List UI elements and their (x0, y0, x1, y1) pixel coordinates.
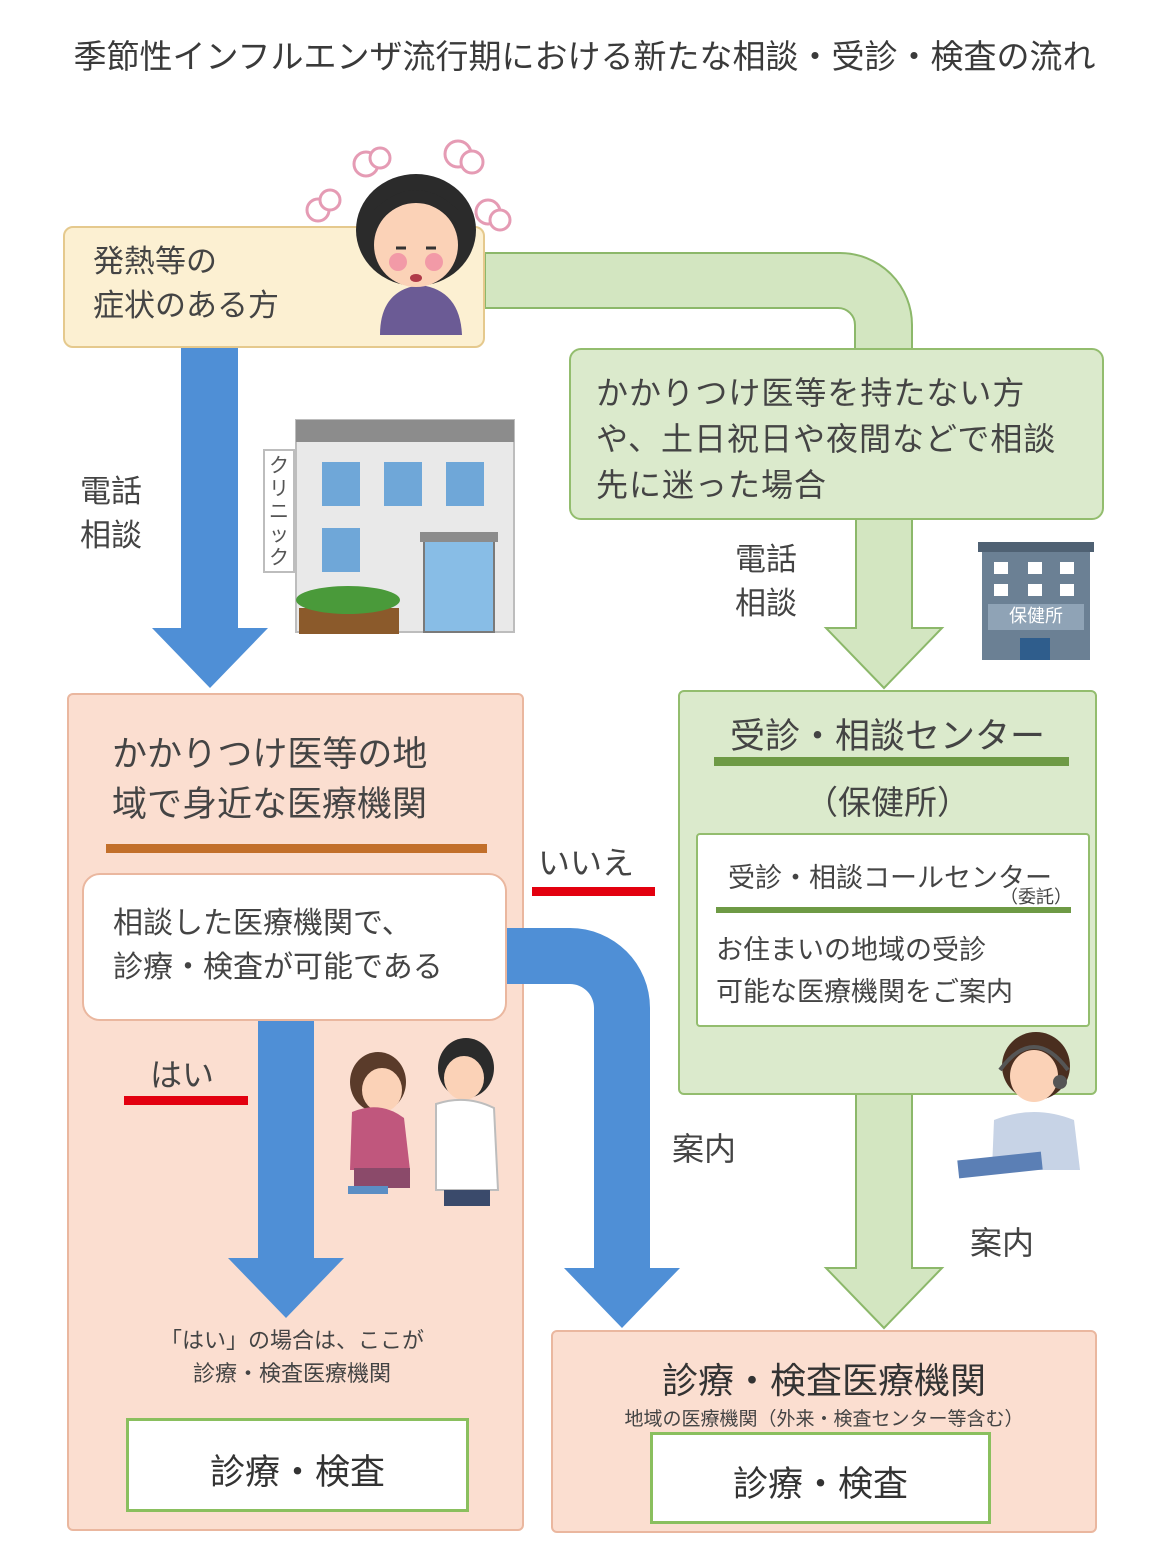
question-text: 相談した医療機関で、 診療・検査が可能である (113, 902, 443, 990)
consult-center-underline (714, 757, 1069, 766)
local-heading-underline (106, 844, 487, 853)
green-down-arrow-1 (823, 518, 945, 690)
call-center-underline (716, 907, 1071, 913)
call-center-box (696, 833, 1090, 1027)
local-heading-line-2: 域で身近な医療機関 (112, 785, 428, 825)
call-center-text: お住まいの地域の受診 可能な医療機関をご案内 (716, 930, 1013, 1014)
call-center-title: 受診・相談コールセンター (728, 863, 1052, 894)
consult-center-subtitle: （保健所） (805, 783, 970, 822)
yes-note: 「はい」の場合は、ここが 診療・検査医療機関 (67, 1325, 517, 1391)
yes-label: はい (150, 1056, 215, 1094)
no-doctor-line-3: 先に迷った場合 (596, 466, 828, 504)
yes-note-line-1: 「はい」の場合は、ここが (159, 1329, 424, 1354)
question-line-2: 診療・検査が可能である (113, 950, 443, 985)
question-box (82, 873, 507, 1021)
symptom-text: 発熱等の 症状のある方 (93, 240, 279, 328)
clinic-sign: クリニック (269, 453, 289, 569)
no-doctor-box (569, 348, 1104, 520)
local-institution-heading: かかりつけ医等の地 域で身近な医療機関 (112, 730, 502, 830)
symptom-line-1: 発熱等の (93, 244, 217, 280)
exam-label-right: 診療・検査 (732, 1465, 908, 1505)
no-underline (532, 887, 655, 896)
local-heading-line-1: かかりつけ医等の地 (112, 735, 428, 775)
destination-title: 診療・検査医療機関 (661, 1361, 986, 1402)
phone-consult-left-line-1: 電話 (80, 474, 142, 510)
call-text-line-1: お住まいの地域の受診 (716, 935, 986, 966)
phone-consult-left: 電話 相談 (80, 470, 142, 558)
destination-subtitle: 地域の医療機関（外来・検査センター等含む） (624, 1408, 1024, 1430)
yes-underline (124, 1096, 248, 1105)
green-down-arrow-2 (823, 1093, 945, 1330)
guide-label-left: 案内 (672, 1130, 737, 1168)
no-doctor-text: かかりつけ医等を持たない方 や、土日祝日や夜間などで相談 先に迷った場合 (596, 370, 1091, 508)
exam-box-right (650, 1432, 991, 1524)
phone-consult-left-line-2: 相談 (80, 518, 142, 554)
no-doctor-line-1: かかりつけ医等を持たない方 (596, 374, 1026, 412)
consult-center-title: 受診・相談センター (729, 717, 1045, 757)
phone-consult-right-line-2: 相談 (735, 586, 797, 622)
exam-label-left: 診療・検査 (209, 1453, 385, 1493)
page-title: 季節性インフルエンザ流行期における新たな相談・受診・検査の流れ (73, 37, 1096, 76)
symptom-line-2: 症状のある方 (93, 288, 279, 324)
guide-label-right: 案内 (970, 1224, 1035, 1262)
phone-consult-right-line-1: 電話 (735, 542, 797, 578)
green-bend-arrow-top (484, 252, 913, 351)
question-line-1: 相談した医療機関で、 (113, 906, 412, 941)
health-center-sign: 保健所 (1009, 606, 1063, 627)
call-center-note: （委託） (1000, 887, 1072, 908)
no-label: いいえ (538, 844, 635, 882)
exam-box-left (126, 1418, 469, 1512)
phone-consult-right: 電話 相談 (735, 538, 797, 626)
yes-note-line-2: 診療・検査医療機関 (192, 1362, 391, 1387)
call-text-line-2: 可能な医療機関をご案内 (716, 977, 1013, 1008)
blue-down-arrow-1 (152, 348, 268, 688)
no-doctor-line-2: や、土日祝日や夜間などで相談 (596, 420, 1057, 458)
